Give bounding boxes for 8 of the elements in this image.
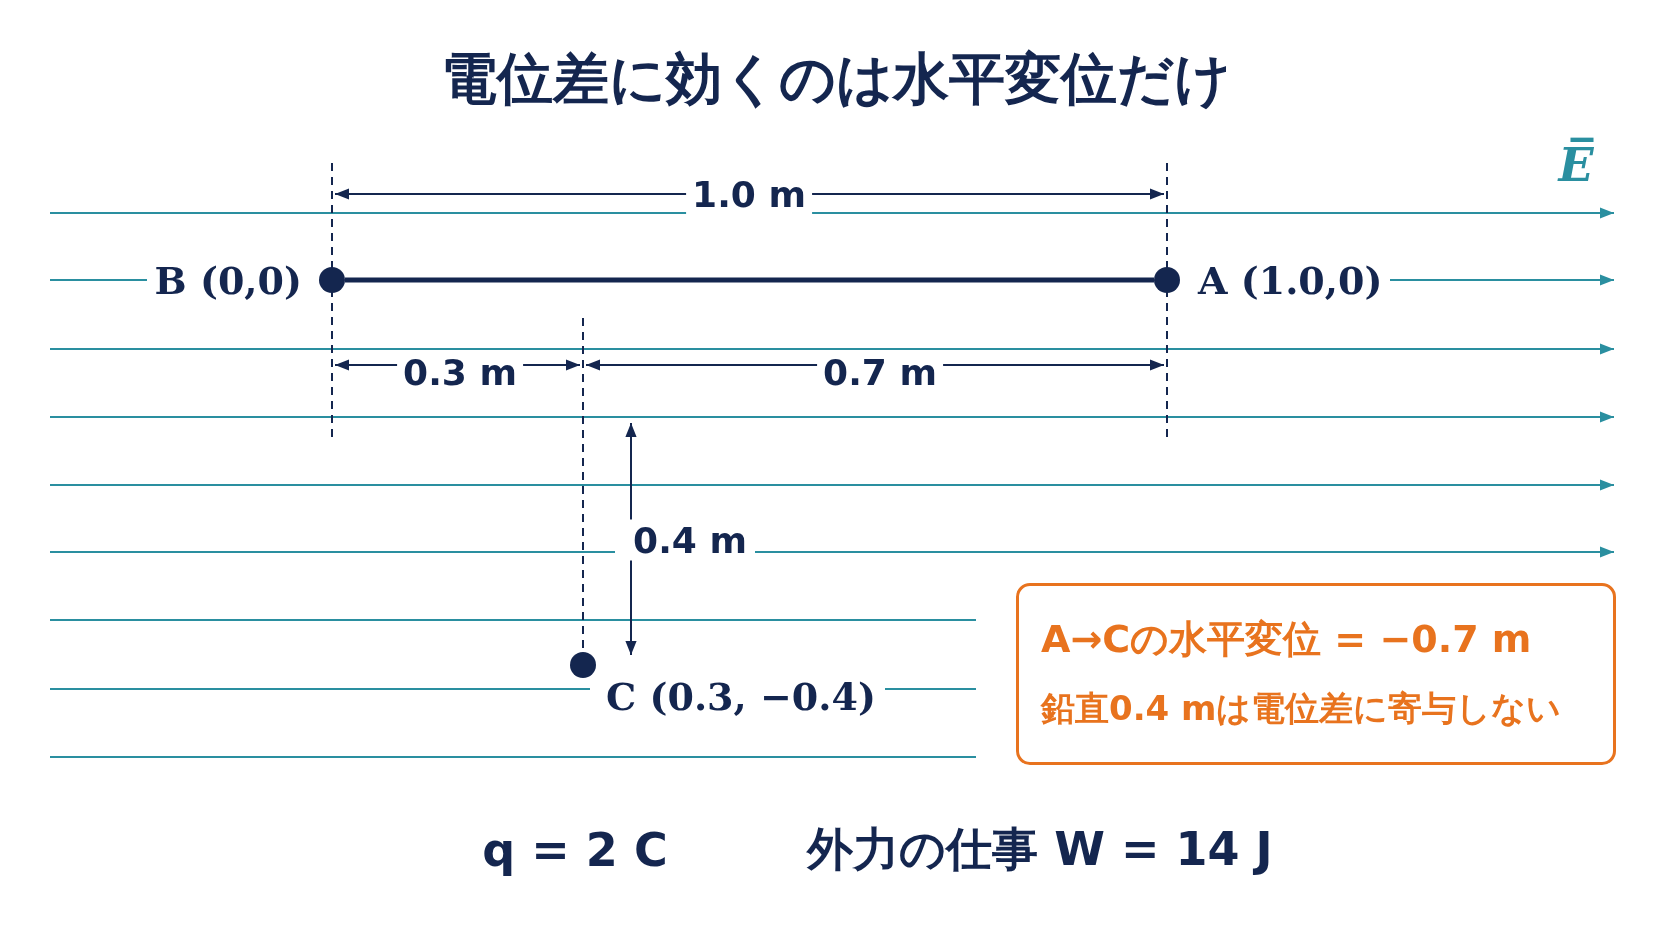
- note-box: [1016, 583, 1616, 765]
- point-dot: [570, 652, 596, 678]
- note-text: 鉛直0.4 mは電位差に寄与しない: [1041, 687, 1562, 730]
- title: 電位差に効くのは水平変位だけ: [441, 45, 1231, 113]
- line-segment: [345, 277, 1154, 283]
- note-text: A→Cの水平変位 = −0.7 m: [1041, 616, 1532, 663]
- point-dot: [319, 267, 345, 293]
- point-dot: [1154, 267, 1180, 293]
